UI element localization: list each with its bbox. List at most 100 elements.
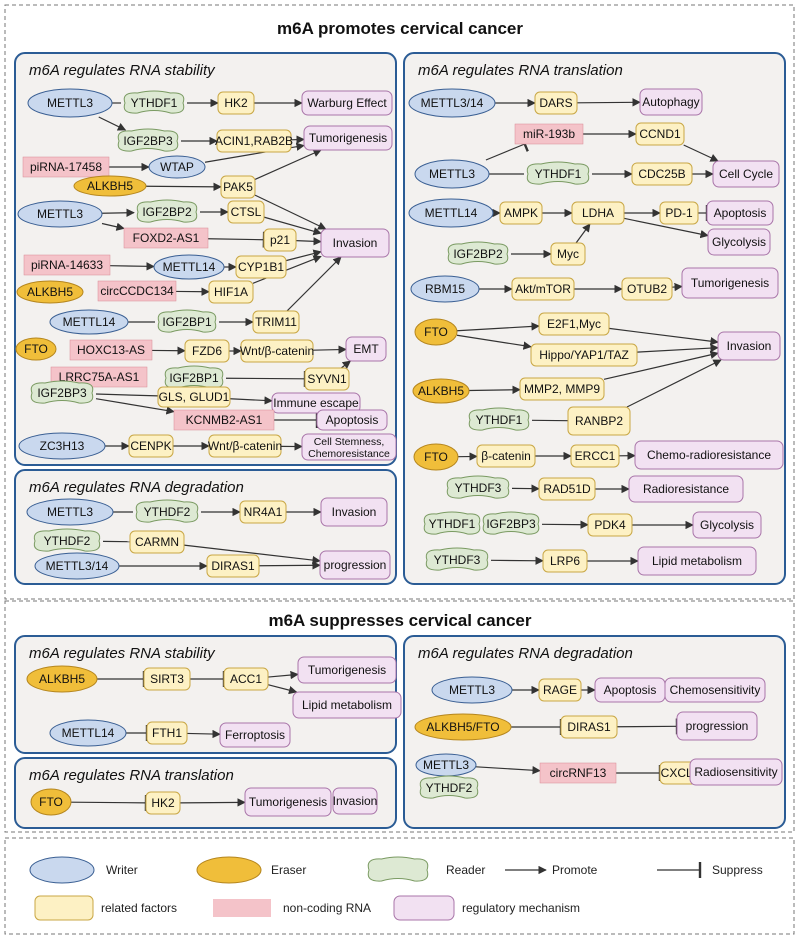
node-a22: circCCDC134 — [97, 280, 177, 302]
node-d3: NR4A1 — [239, 500, 287, 524]
node-label: DIRAS1 — [211, 559, 255, 573]
node-a19: METTL14 — [153, 254, 225, 280]
promote-edge-t24-t25 — [636, 343, 719, 353]
legend-eraser: Eraser — [196, 856, 306, 884]
node-label: YTHDF2 — [144, 505, 191, 519]
node-label: METTL14 — [163, 260, 216, 274]
promote-edge-a34-a31 — [340, 360, 352, 369]
suppresses-section-title: m6A suppresses cervical cancer — [268, 611, 531, 630]
node-label: METTL3 — [423, 758, 469, 772]
node-label: CTSL — [231, 205, 262, 219]
legend-label-promote: Promote — [552, 863, 598, 877]
node-label: Glycolysis — [712, 235, 766, 249]
node-label: METTL3/14 — [421, 96, 484, 110]
node-label: Chemosensitivity — [670, 683, 761, 697]
node-label: OTUB2 — [627, 282, 667, 296]
node-label: Invasion — [332, 505, 377, 519]
node-label: FOXD2-AS1 — [133, 231, 200, 245]
node-label: PDK4 — [594, 518, 626, 532]
promote-edge-t27-t25 — [603, 350, 719, 380]
node-label: PD-1 — [665, 206, 693, 220]
node-a6: ACIN1,RAB2B — [215, 129, 293, 153]
node-label: Myc — [557, 247, 579, 261]
node-a21: ALKBH5 — [16, 280, 84, 304]
node-t9: Cell Cycle — [712, 160, 780, 188]
promote-edge-g8-g10 — [475, 766, 541, 775]
node-a25: IGF2BP1 — [157, 309, 217, 333]
node-s4: Tumorigenesis — [297, 656, 397, 684]
node-t1: METTL3/14 — [408, 88, 496, 118]
node-a1: METTL3 — [27, 88, 113, 118]
promote-edge-a35-a36 — [95, 393, 159, 397]
node-label: LRRC75A-AS1 — [59, 370, 140, 384]
node-label: TRIM11 — [255, 315, 297, 329]
node-label: PAK5 — [223, 180, 253, 194]
node-d9: progression — [319, 550, 391, 580]
promotes-section-frame — [4, 4, 795, 600]
node-label: Apoptosis — [604, 683, 657, 697]
node-label: YTHDF1 — [131, 96, 178, 110]
node-label: ALKBH5 — [418, 384, 464, 398]
node-label: FTO — [424, 450, 448, 464]
node-g4: Chemosensitivity — [664, 677, 766, 703]
node-label: IGF2BP1 — [169, 371, 219, 385]
node-label: METTL3 — [47, 96, 93, 110]
promote-edge-s3-s4 — [267, 670, 299, 680]
panel-title-p_stab: m6A regulates RNA stability — [29, 62, 216, 79]
node-t18: RBM15 — [410, 275, 480, 303]
promote-edge-a14-a17 — [263, 216, 322, 236]
node-label: FTO — [424, 325, 448, 339]
node-label: Tumorigenesis — [308, 663, 386, 677]
node-t42: LRP6 — [542, 549, 588, 573]
node-g10: circRNF13 — [539, 762, 617, 784]
promote-edge-t16-t12 — [575, 223, 591, 244]
promote-edge-a10-a11 — [145, 182, 222, 192]
node-t16: Myc — [550, 242, 586, 266]
promote-edge-a23-a17 — [252, 255, 322, 284]
node-a13: IGF2BP2 — [136, 199, 198, 223]
node-label: METTL3 — [37, 207, 83, 221]
node-g9: YTHDF2 — [419, 775, 479, 799]
node-label: Wnt/β-catenin — [208, 439, 282, 453]
node-label: piRNA-17458 — [30, 160, 102, 174]
node-label: HK2 — [224, 96, 248, 110]
node-t38: IGF2BP3 — [482, 511, 540, 535]
node-t36: Radioresistance — [628, 475, 744, 503]
node-label: Akt/mTOR — [515, 282, 571, 296]
node-label: Wnt/β-catenin — [240, 344, 314, 358]
node-label: NR4A1 — [244, 505, 283, 519]
node-t4: miR-193b — [514, 123, 584, 145]
node-label: Lipid metabolism — [302, 698, 392, 712]
promote-edge-t23-t25 — [608, 327, 719, 346]
node-a3: HK2 — [217, 91, 255, 115]
node-g8: METTL3 — [415, 753, 477, 777]
node-s5: Lipid metabolism — [292, 691, 402, 719]
node-label: Cell Stemness, — [314, 436, 385, 448]
node-d5: YTHDF2 — [33, 528, 101, 552]
node-label: Invasion — [727, 339, 772, 353]
node-s6: METTL14 — [49, 719, 127, 747]
legend-frame — [4, 837, 795, 935]
node-label: FTH1 — [152, 726, 182, 740]
node-label: SYVN1 — [307, 372, 347, 386]
promote-edge-t2-t3 — [576, 98, 641, 107]
node-t40: Glycolysis — [692, 511, 762, 539]
node-a43: Cell Stemness,Chemoresistance — [301, 433, 397, 461]
node-t3: Autophagy — [639, 88, 703, 116]
node-d8: DIRAS1 — [206, 554, 260, 578]
node-g6: DIRAS1 — [560, 715, 618, 739]
node-label: HK2 — [151, 796, 175, 810]
node-t25: Invasion — [717, 331, 781, 361]
node-label: CENPK — [130, 439, 171, 453]
node-a17: Invasion — [320, 228, 390, 258]
node-label: MMP2, MMP9 — [524, 382, 600, 396]
promote-edge-t29-t25 — [626, 359, 722, 408]
node-label: LDHA — [582, 206, 614, 220]
node-t17: Glycolysis — [707, 228, 771, 256]
node-label: Tumorigenesis — [309, 131, 387, 145]
promote-edge-a12-a13 — [101, 208, 135, 217]
node-a15: FOXD2-AS1 — [123, 227, 209, 249]
panel-title-s_stab: m6A regulates RNA stability — [29, 645, 216, 662]
node-g12: Radiosensitivity — [689, 758, 783, 786]
node-t23: E2F1,Myc — [538, 312, 610, 336]
